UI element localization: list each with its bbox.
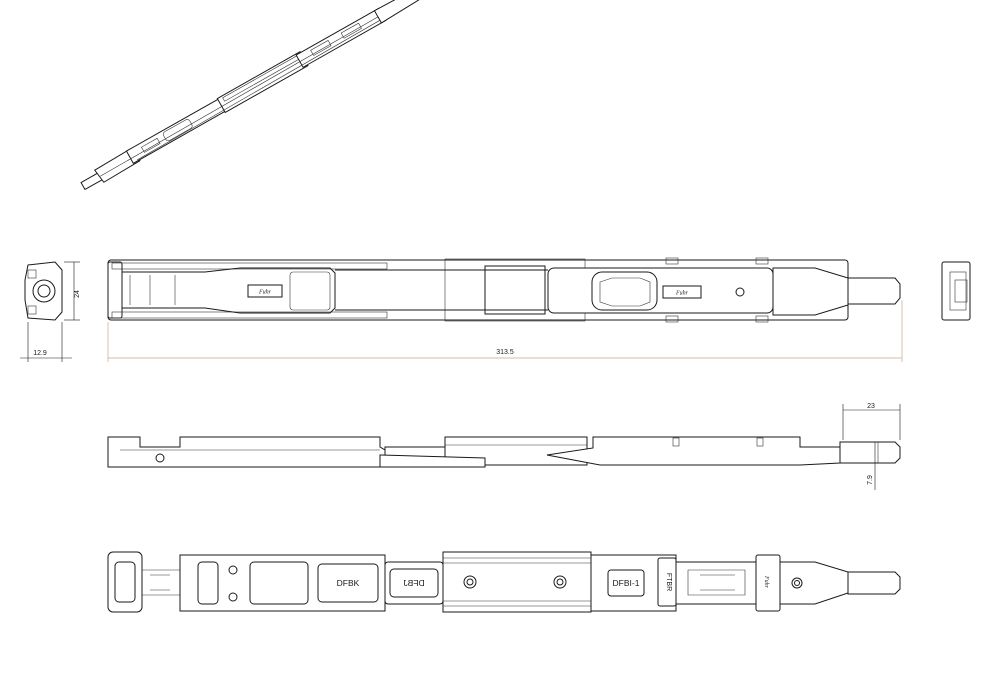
bottom-view: DFBK DFBJ DFBI-1 FTBR Fuhr bbox=[107, 551, 901, 613]
side-view: 23 7.9 bbox=[107, 403, 901, 490]
label-ftbr: FTBR bbox=[665, 573, 672, 591]
logo-text-bottom: Fuhr bbox=[763, 575, 769, 589]
label-dfbi: DFBI-1 bbox=[613, 578, 640, 588]
isometric-view bbox=[80, 0, 429, 191]
left-end-view: 24 12.9 bbox=[20, 261, 81, 362]
label-dfbj: DFBJ bbox=[403, 578, 424, 588]
right-end-view bbox=[941, 261, 971, 321]
length-dimension: 313.5 bbox=[107, 300, 903, 362]
dimension-tip-diameter: 7.9 bbox=[867, 475, 874, 485]
logo-plate-right bbox=[662, 285, 702, 299]
logo-text-right: Fuhr bbox=[675, 291, 689, 297]
logo-plate-left bbox=[247, 284, 283, 298]
dfbk-plate bbox=[317, 563, 379, 603]
dimension-width: 12.9 bbox=[33, 350, 47, 357]
top-view: Fuhr Fuhr bbox=[107, 257, 901, 323]
dimension-height: 24 bbox=[74, 290, 81, 298]
dimension-tip-length: 23 bbox=[867, 403, 875, 410]
logo-text-left: Fuhr bbox=[258, 290, 272, 296]
dimension-length: 313.5 bbox=[496, 349, 514, 356]
label-dfbk: DFBK bbox=[337, 578, 360, 588]
